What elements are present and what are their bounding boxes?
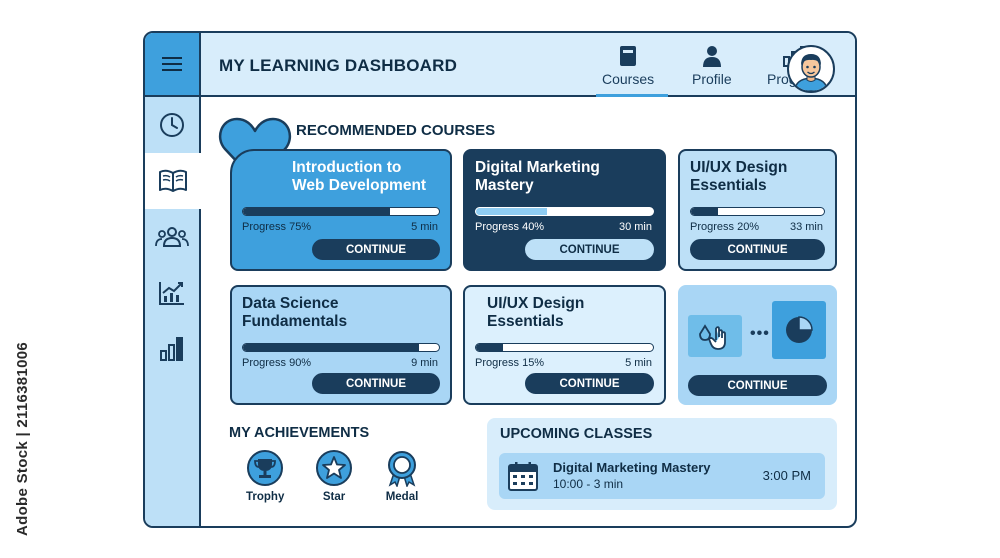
progress-bar (242, 207, 440, 216)
continue-button[interactable]: CONTINUE (525, 239, 654, 260)
progress-bar (475, 343, 654, 352)
hamburger-icon (162, 57, 182, 71)
course-card[interactable]: Introduction to Web Development Progress… (230, 149, 452, 271)
course-card[interactable]: UI/UX Design Essentials Progress 15% 5 m… (463, 285, 666, 405)
dashboard-window: MY LEARNING DASHBOARD Courses Profile Pr… (143, 31, 857, 528)
stock-id-text: Adobe Stock | 2116381006 (14, 341, 31, 536)
progress-bar (475, 207, 654, 216)
pie-chart-icon (786, 316, 813, 343)
sidebar-item-stats[interactable] (145, 321, 199, 377)
clock-icon (160, 113, 184, 137)
time-label: 5 min (411, 221, 438, 233)
medal-icon (388, 451, 416, 487)
tap-icon (699, 324, 726, 350)
progress-fill (243, 344, 420, 351)
upcoming-class-item[interactable]: Digital Marketing Mastery 10:00 - 3 min … (499, 453, 825, 499)
progress-label: Progress 15% (475, 357, 545, 369)
progress-label: Progress 40% (475, 221, 545, 233)
progress-fill (243, 208, 390, 215)
avatar-icon (794, 54, 828, 91)
achievement-label: Medal (385, 491, 419, 503)
bar-chart-icon (160, 337, 183, 361)
avatar[interactable] (787, 45, 835, 93)
stock-id-watermark: Adobe Stock | 2116381006 (12, 316, 32, 536)
course-card[interactable]: Digital Marketing Mastery Progress 40% 3… (463, 149, 666, 271)
chart-tile (772, 301, 826, 359)
course-card[interactable]: UI/UX Design Essentials Progress 20% 33 … (678, 149, 837, 271)
course-title: UI/UX Design Essentials (690, 159, 788, 194)
progress-fill (691, 208, 718, 215)
progress-bar (242, 343, 440, 352)
achievements-heading: MY ACHIEVEMENTS (229, 425, 370, 441)
promo-card[interactable]: ••• CONTINUE (678, 285, 837, 405)
class-hours: 10:00 - 3 min (553, 477, 624, 491)
class-time: 3:00 PM (762, 468, 811, 483)
progress-label: Progress 20% (690, 221, 760, 233)
continue-button[interactable]: CONTINUE (312, 373, 440, 394)
progress-fill (476, 208, 547, 215)
continue-button[interactable]: CONTINUE (312, 239, 440, 260)
tab-courses[interactable]: Courses (602, 45, 654, 87)
time-label: 9 min (411, 357, 438, 369)
course-title: UI/UX Design Essentials (487, 295, 585, 330)
tab-profile[interactable]: Profile (692, 45, 732, 87)
time-label: 5 min (625, 357, 652, 369)
sidebar-item-community[interactable] (145, 209, 199, 265)
tab-profile-label: Profile (692, 71, 732, 87)
progress-label: Progress 75% (242, 221, 312, 233)
star-icon (316, 450, 352, 486)
book-icon (620, 46, 637, 66)
calendar-icon (508, 462, 538, 491)
course-title: Digital Marketing Mastery (475, 159, 600, 194)
progress-bar (690, 207, 825, 216)
upcoming-heading: UPCOMING CLASSES (500, 426, 653, 442)
tab-courses-label: Courses (602, 71, 655, 87)
page-title: MY LEARNING DASHBOARD (219, 56, 458, 75)
continue-button[interactable]: CONTINUE (690, 239, 825, 260)
progress-label: Progress 90% (242, 357, 312, 369)
user-icon (702, 46, 721, 67)
course-card[interactable]: Data Science Fundamentals Progress 90% 9… (230, 285, 452, 405)
achievement-label: Trophy (246, 491, 285, 503)
top-header: MY LEARNING DASHBOARD Courses Profile Pr… (201, 33, 855, 97)
course-title: Introduction to Web Development (292, 159, 427, 194)
achievement-medal[interactable]: Medal (383, 449, 421, 503)
class-title: Digital Marketing Mastery (553, 460, 711, 475)
ellipsis-icon: ••• (750, 325, 770, 342)
tap-tile (688, 315, 742, 357)
achievement-star[interactable]: Star (315, 449, 353, 503)
trophy-icon (247, 450, 284, 486)
achievement-label: Star (322, 491, 346, 503)
time-label: 30 min (618, 221, 652, 233)
book-icon (159, 169, 187, 192)
recommended-heading: RECOMMENDED COURSES (296, 122, 496, 139)
continue-button[interactable]: CONTINUE (688, 375, 827, 396)
upcoming-classes-panel: UPCOMING CLASSES Digital Marketing Maste… (487, 418, 837, 510)
achievement-trophy[interactable]: Trophy (246, 449, 284, 503)
sidebar-item-courses[interactable] (145, 153, 201, 209)
sidebar-item-analytics[interactable] (145, 265, 199, 321)
line-chart-icon (159, 282, 184, 305)
time-label: 33 min (789, 221, 823, 233)
people-icon (155, 227, 189, 247)
course-title: Data Science Fundamentals (242, 295, 348, 330)
active-tab-indicator (596, 94, 668, 97)
menu-button[interactable] (145, 33, 199, 97)
sidebar (145, 33, 201, 526)
continue-button[interactable]: CONTINUE (525, 373, 654, 394)
sidebar-item-history[interactable] (145, 97, 199, 153)
progress-fill (476, 344, 503, 351)
